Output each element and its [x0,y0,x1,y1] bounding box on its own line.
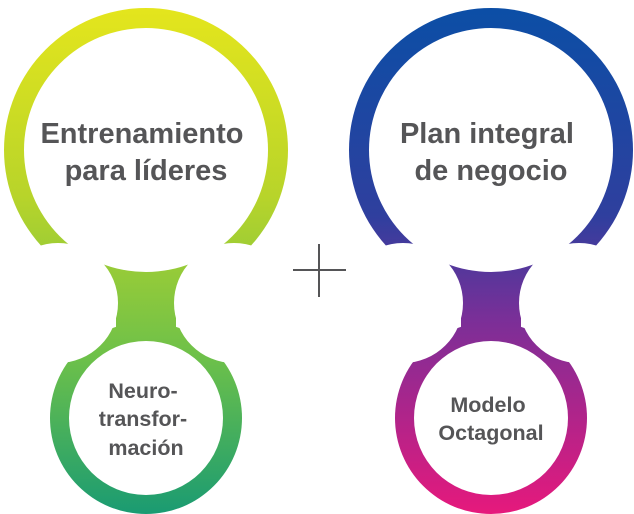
right-neck-cutouts [343,243,634,363]
left-top-label: Entrenamiento para líderes [40,118,251,187]
left-bottom-line-1: Neuro- [108,379,177,403]
right-bottom-circle [414,341,568,495]
left-top-circle [24,28,268,272]
right-bottom-line-1: Modelo [450,393,525,417]
left-bottom-circle [69,341,223,495]
right-top-line-2: de negocio [414,155,567,187]
plus-icon [293,244,346,297]
left-neck-cutouts [0,243,294,363]
right-top-label: Plan integral de negocio [400,118,582,187]
left-bottom-line-2: transfor- [99,407,187,431]
right-bottom-label: Modelo Octagonal [438,393,543,445]
left-bottom-label: Neuro- transfor- mación [99,379,193,460]
right-group: Plan integral de negocio Modelo Octagona… [343,8,634,514]
right-top-line-1: Plan integral [400,118,574,150]
left-top-line-2: para líderes [65,155,228,187]
left-top-line-1: Entrenamiento [40,118,243,150]
right-top-circle [369,28,613,272]
left-group: Entrenamiento para líderes Neuro- transf… [0,8,294,514]
right-bottom-line-2: Octagonal [438,421,543,445]
left-bottom-line-3: mación [108,436,183,460]
